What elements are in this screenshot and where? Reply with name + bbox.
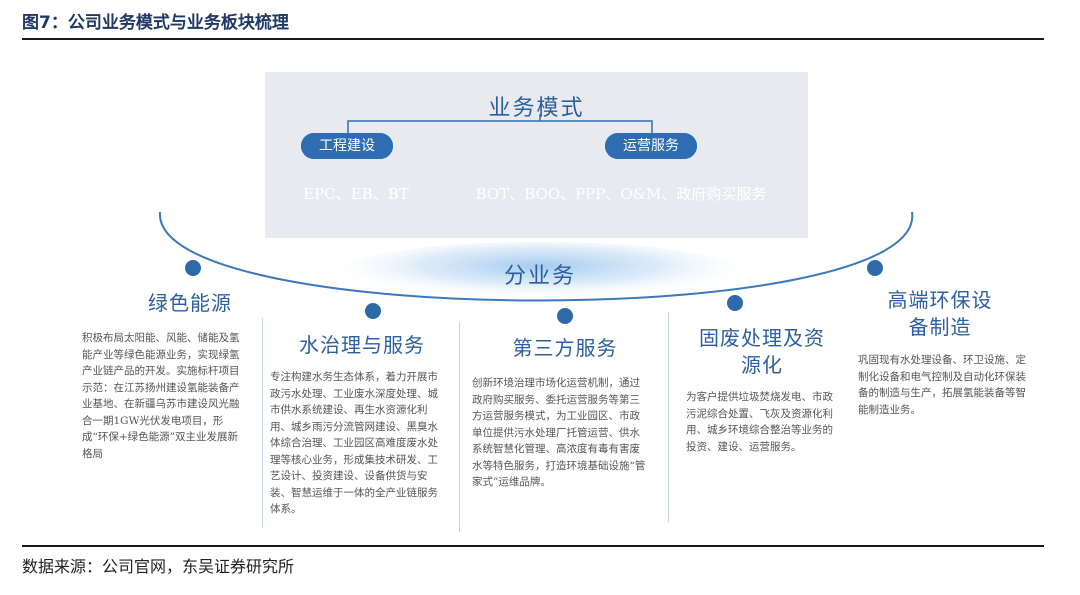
figure-title: 图7：公司业务模式与业务板块梳理 xyxy=(22,13,289,33)
column-divider-3 xyxy=(668,312,669,522)
segment-title-solid-waste: 固废处理及资 源化 xyxy=(672,325,852,379)
engineering-pill: 工程建设 xyxy=(301,133,393,159)
segment-dot-5 xyxy=(867,260,883,276)
segment-dot-4 xyxy=(727,295,743,311)
operation-modes: BOT、BOO、PPP、O&M、政府购买服务 xyxy=(475,185,767,203)
segment-desc-third-party: 创新环境治理市场化运营机制，通过政府购买服务、委托运营服务等第三方运营服务模式，… xyxy=(472,377,646,488)
segment-dot-2 xyxy=(365,303,381,319)
business-model-heading: 业务模式 xyxy=(488,96,585,121)
segment-dot-1 xyxy=(185,260,201,276)
segment-dot-3 xyxy=(557,308,573,324)
segment-title-line: 固废处理及资 xyxy=(699,326,825,350)
figure-source: 数据来源：公司官网，东吴证券研究所 xyxy=(22,557,295,576)
segment-title-water: 水治理与服务 xyxy=(272,332,452,359)
top-rule xyxy=(22,38,1044,40)
segment-title-line: 水治理与服务 xyxy=(299,333,425,357)
segment-title-line: 第三方服务 xyxy=(512,336,618,360)
segment-desc-water: 专注构建水务生态体系，着力开展市政污水处理、工业废水深度处理、城市供水系统建设、… xyxy=(270,371,438,515)
segment-title-third-party: 第三方服务 xyxy=(475,335,655,362)
segments-heading: 分业务 xyxy=(503,264,576,289)
segment-arc xyxy=(158,211,914,302)
segment-desc-solid-waste: 为客户提供垃圾焚烧发电、市政污泥综合处置、飞灰及资源化利用、城乡环境综合整治等业… xyxy=(686,391,833,453)
bottom-rule xyxy=(22,545,1044,547)
model-branch-line xyxy=(347,120,653,133)
segment-title-line: 源化 xyxy=(741,353,783,377)
center-glow xyxy=(340,242,740,302)
segment-title-green-energy: 绿色能源 xyxy=(100,290,280,317)
segment-title-line: 绿色能源 xyxy=(148,291,232,315)
segment-desc-equipment: 巩固现有水处理设备、环卫设施、定制化设备和电气控制及自动化环保装备的制造与生产，… xyxy=(858,354,1026,416)
segment-title-equipment: 高端环保设 备制造 xyxy=(855,287,1025,341)
column-divider-1 xyxy=(262,318,263,528)
segment-title-line: 备制造 xyxy=(908,315,972,339)
engineering-modes: EPC、EB、BT xyxy=(303,185,409,203)
column-divider-2 xyxy=(459,322,460,532)
operation-pill: 运营服务 xyxy=(605,133,697,159)
segment-desc-green-energy: 积极布局太阳能、风能、储能及氢能产业等绿色能源业务，实现绿氢产业链产品的开发。实… xyxy=(82,332,240,460)
segment-title-line: 高端环保设 xyxy=(887,288,993,312)
